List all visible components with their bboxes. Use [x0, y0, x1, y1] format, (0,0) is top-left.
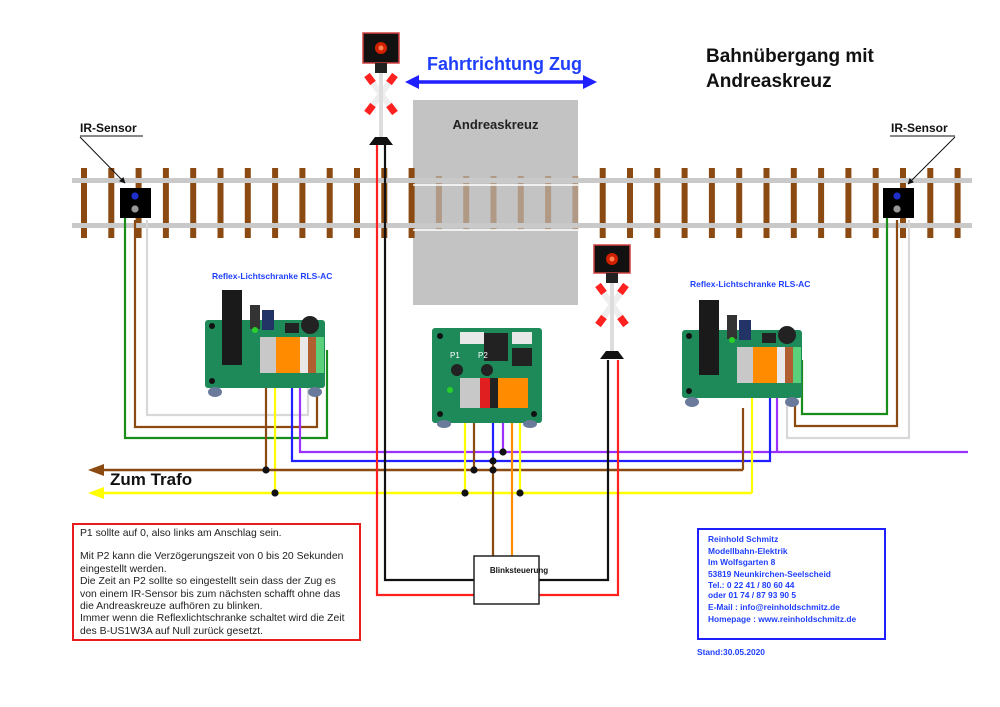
trafo-arrow-yellow-icon — [88, 487, 104, 499]
track-sleeper — [545, 176, 552, 230]
crossing-area — [413, 100, 578, 305]
rail-bottom — [72, 223, 972, 228]
stand-date: Stand:30.05.2020 — [697, 647, 765, 657]
track-sleeper — [490, 176, 497, 230]
track-sleeper — [408, 168, 415, 238]
blink-control-box — [473, 555, 540, 605]
ir-sensor-left-label: IR-Sensor — [80, 121, 137, 135]
track-sleeper — [627, 168, 633, 238]
title-line-2: Andreaskreuz — [706, 71, 832, 92]
track-sleeper — [217, 168, 224, 238]
rls-module-right — [682, 300, 802, 407]
timer-module: P1 P2 — [432, 328, 542, 428]
track-sleeper — [272, 168, 279, 238]
contact-tel: Tel.: 0 22 41 / 80 60 44 — [708, 580, 795, 591]
track-sleepers — [81, 168, 961, 238]
contact-tel-alt: oder 01 74 / 87 93 90 5 — [708, 590, 796, 601]
junction-dot — [489, 466, 497, 474]
wire-blue-left — [290, 350, 772, 463]
ir-sensor-right-label: IR-Sensor — [891, 121, 948, 135]
contact-homepage[interactable]: Homepage : www.reinholdschmitz.de — [708, 613, 857, 624]
note-p4: Immer wenn die Reflexlichtschranke schal… — [80, 613, 345, 637]
timer-p1-label: P1 — [450, 351, 460, 360]
track-sleeper — [108, 168, 115, 238]
rls-module-left — [205, 290, 325, 397]
track-sleeper — [463, 176, 470, 230]
instructions-note: P1 sollte auf 0, also links am Anschlag … — [72, 523, 361, 641]
contact-company: Modellbahn-Elektrik — [708, 545, 788, 556]
track-sleeper — [572, 176, 579, 230]
crossing-signal-right-icon — [593, 244, 631, 359]
track-sleeper — [190, 168, 197, 238]
contact-email[interactable]: E-Mail : info@reinholdschmitz.de — [708, 602, 840, 613]
timer-p2-label: P2 — [478, 351, 488, 360]
wire-black-signal-left — [383, 145, 474, 582]
rail-top — [72, 178, 972, 183]
track-sleeper — [654, 168, 661, 238]
contact-box: Reinhold Schmitz Modellbahn-Elektrik Im … — [697, 528, 886, 640]
track-sleeper — [599, 168, 606, 238]
track-sleeper — [818, 168, 825, 238]
ir-sensor-right — [883, 188, 914, 218]
trafo-label: Zum Trafo — [110, 470, 193, 489]
diagram-title: Bahnübergang mit Andreaskreuz — [706, 44, 874, 94]
wire-violet-left — [298, 350, 968, 454]
track-sleeper — [954, 168, 961, 238]
track-sleeper — [162, 168, 169, 238]
crossing-signal-left-icon — [362, 32, 400, 145]
track-sleeper — [790, 168, 797, 238]
track-sleeper — [326, 168, 333, 238]
track-sleeper — [681, 168, 688, 238]
note-p1: P1 sollte auf 0, also links am Anschlag … — [80, 528, 282, 539]
rls-right-label: Reflex-Lichtschranke RLS-AC — [690, 279, 811, 289]
track-sleeper — [927, 168, 934, 238]
track-sleeper — [736, 168, 743, 238]
wire-green-right — [800, 215, 889, 416]
contact-name: Reinhold Schmitz — [708, 534, 779, 544]
blink-control-label: Blinksteuerung — [489, 566, 549, 575]
direction-label: Fahrtrichtung Zug — [427, 54, 582, 74]
track-sleeper — [517, 176, 524, 230]
track-sleeper — [354, 168, 360, 238]
note-p3: Die Zeit an P2 sollte so eingestellt sei… — [80, 576, 341, 613]
track-sleeper — [81, 168, 87, 238]
track-sleeper — [435, 176, 442, 230]
track-sleeper — [763, 168, 770, 238]
rls-left-label: Reflex-Lichtschranke RLS-AC — [212, 271, 333, 281]
crossing-area-label: Andreaskreuz — [452, 117, 539, 132]
wire-red-signal-left — [375, 145, 474, 597]
wire-black-signal-right — [539, 360, 610, 582]
junction-dot — [516, 489, 524, 497]
junction-dot — [470, 466, 478, 474]
contact-city: 53819 Neunkirchen-Seelscheid — [708, 568, 831, 579]
junction-dot — [262, 466, 270, 474]
junction-dot — [499, 448, 507, 456]
note-p2: Mit P2 kann die Verzögerungszeit von 0 b… — [80, 551, 344, 575]
track-sleeper — [708, 168, 715, 238]
wire-white-right — [785, 220, 911, 440]
ir-sensor-left — [120, 188, 151, 218]
track-sleeper — [244, 168, 251, 238]
title-line-1: Bahnübergang mit — [706, 46, 874, 67]
ir-sensor-left-pointer — [79, 135, 143, 184]
wire-red-signal-right — [539, 360, 620, 597]
wire-brown-right-sensor — [793, 220, 899, 428]
junction-dot — [489, 457, 497, 465]
junction-dot — [461, 489, 469, 497]
ir-sensor-right-pointer — [890, 135, 956, 185]
contact-street: Im Wolfsgarten 8 — [708, 557, 776, 568]
track-sleeper — [299, 168, 306, 238]
track-sleeper — [845, 168, 852, 238]
junction-dot — [271, 489, 279, 497]
trafo-arrow-brown-icon — [88, 464, 104, 476]
track-sleeper — [872, 168, 879, 238]
junctions — [262, 448, 524, 497]
wire-green-left — [123, 215, 329, 440]
